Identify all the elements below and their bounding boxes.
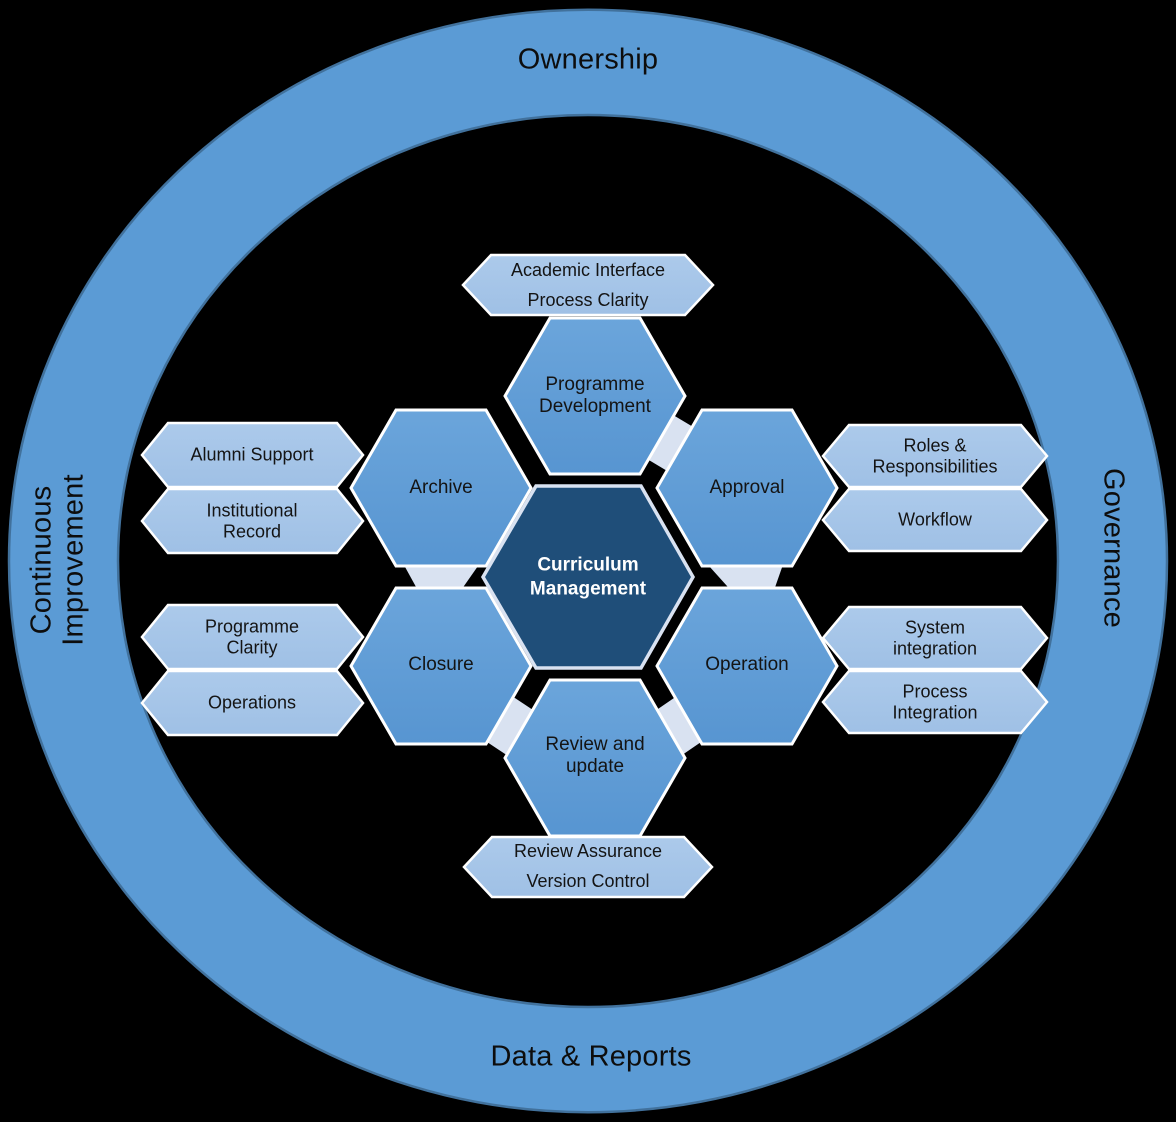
callout-banner-bottom <box>462 835 714 899</box>
callout-banner-workflow <box>821 487 1049 553</box>
callout-banner-process-integration <box>821 669 1049 735</box>
callout-banner-institutional-record <box>140 487 365 555</box>
ring-label-continuous-improvement: Continuous Improvement <box>25 474 90 646</box>
stage-hexagon-approval <box>655 408 839 568</box>
callout-label-workflow: Workflow <box>898 509 972 530</box>
stage-hexagon-programme-development <box>503 316 687 476</box>
callout-label-alumni-support: Alumni Support <box>190 444 314 465</box>
stage-label-approval: Approval <box>709 477 785 499</box>
callout-banner-programme-clarity <box>140 603 365 671</box>
callout-label-process-integration: Process Integration <box>892 681 978 722</box>
ring-label-ownership: Ownership <box>517 43 659 76</box>
callout-top-labels: Academic Interface Process Clarity <box>478 260 698 311</box>
callout-banner-top <box>461 253 715 317</box>
stage-hexagon-review-and-update <box>503 678 687 838</box>
ring-label-data-reports: Data & Reports <box>490 1040 692 1073</box>
callout-label-operations: Operations <box>207 692 297 713</box>
stage-hexagon-operation <box>655 586 839 746</box>
center-label-curriculum-management: Curriculum Management <box>529 554 647 599</box>
outer-ring <box>7 8 1169 1114</box>
callout-bottom-labels: Review Assurance Version Control <box>478 841 698 892</box>
callout-label-process-clarity: Process Clarity <box>527 290 649 310</box>
callout-label-version-control: Version Control <box>526 871 650 891</box>
stage-label-archive: Archive <box>409 477 473 499</box>
stage-hexagon-archive <box>349 408 533 568</box>
callout-banner-roles-responsibilities <box>821 423 1049 489</box>
callout-label-roles-responsibilities: Roles & Responsibilities <box>872 435 998 476</box>
stage-label-closure: Closure <box>408 654 474 676</box>
stage-hexagon-closure <box>349 586 533 746</box>
stage-label-operation: Operation <box>705 654 789 676</box>
callout-banner-operations <box>140 669 365 737</box>
callout-label-academic-interface: Academic Interface <box>510 260 666 281</box>
callout-banner-system-integration <box>821 605 1049 671</box>
callout-label-review-assurance: Review Assurance <box>513 841 663 862</box>
callout-label-programme-clarity: Programme Clarity <box>204 616 300 657</box>
callout-label-system-integration: System integration <box>892 617 978 658</box>
callout-banner-alumni-support <box>140 421 365 489</box>
ring-label-governance: Governance <box>1097 468 1130 628</box>
center-hexagon <box>480 484 696 670</box>
stage-label-programme-development: Programme Development <box>539 374 651 417</box>
stage-label-review-and-update: Review and update <box>545 734 645 777</box>
callout-label-institutional-record: Institutional Record <box>206 500 298 541</box>
